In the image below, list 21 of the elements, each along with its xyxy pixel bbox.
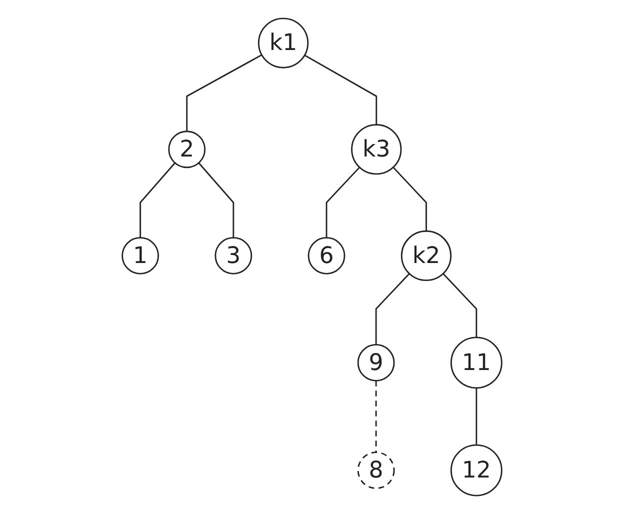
node-circle: k2 <box>400 230 452 282</box>
node-circle: 11 <box>450 336 502 389</box>
connector <box>140 162 176 238</box>
connector <box>375 380 377 452</box>
connector <box>304 54 378 125</box>
node-circle: 3 <box>214 237 252 274</box>
node-circle: k3 <box>351 124 402 175</box>
connector <box>392 166 427 232</box>
connector <box>442 273 478 338</box>
node-circle: 6 <box>308 237 346 274</box>
node-circle: k1 <box>258 18 309 68</box>
connector <box>375 273 410 345</box>
connector <box>186 54 262 132</box>
connector <box>198 162 234 238</box>
node-circle: 8 <box>357 452 395 490</box>
connector <box>326 166 360 238</box>
node-circle: 1 <box>122 237 160 274</box>
node-circle: 2 <box>168 130 206 168</box>
node-circle: 9 <box>357 344 395 382</box>
node-circle: 12 <box>450 444 502 496</box>
connector <box>476 388 478 446</box>
